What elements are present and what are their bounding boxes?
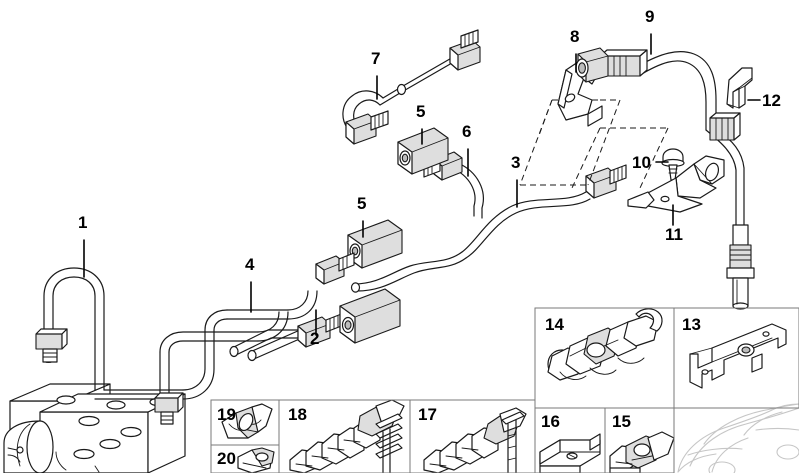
- callout-12: 12: [762, 91, 781, 110]
- callout-8: 8: [570, 27, 580, 46]
- flange-screw-10: [661, 148, 685, 181]
- callout-7: 7: [371, 49, 381, 68]
- sleeve-nut-5-lower: [347, 219, 403, 269]
- brake-pipe-7: [342, 29, 481, 145]
- callout-5-lower: 5: [357, 194, 367, 213]
- rail-13-art: [689, 323, 787, 389]
- callout-3: 3: [511, 153, 521, 172]
- box-number-13: 13: [682, 315, 701, 334]
- panel-frames: [210, 307, 799, 473]
- brake-hose-9: [575, 47, 755, 310]
- clamp-14-art: [547, 308, 663, 381]
- callout-9: 9: [645, 7, 655, 26]
- clamp-17-art: [423, 407, 527, 473]
- clamp-20-art: [237, 447, 275, 473]
- dashed-assembly-outline: [519, 99, 669, 189]
- pipe-holder-bracket-11: [627, 155, 725, 213]
- fork-clip-12: [726, 67, 753, 109]
- callout-2: 2: [310, 329, 320, 348]
- box-number-14: 14: [545, 315, 564, 334]
- box-number-16: 16: [541, 412, 560, 431]
- box-number-17: 17: [418, 405, 437, 424]
- callout-11: 11: [665, 225, 683, 244]
- callout-leaders: [83, 33, 761, 336]
- sleeve-nut-5-upper: [397, 127, 449, 175]
- callout-10: 10: [632, 153, 651, 172]
- car-ghost-outline: [677, 403, 799, 473]
- box-number-15: 15: [612, 412, 631, 431]
- pipe-fitting-2: [247, 288, 401, 362]
- brake-pipe-3: [350, 164, 627, 293]
- callout-1: 1: [78, 213, 88, 232]
- clamp-18-art: [289, 399, 405, 473]
- clamp-15-art: [609, 431, 675, 473]
- clamp-16-art: [539, 433, 601, 473]
- brake-pipe-1: [35, 267, 318, 425]
- clamp-19-art: [221, 403, 273, 439]
- box-number-20: 20: [217, 449, 236, 468]
- callout-6: 6: [462, 122, 472, 141]
- box-number-19: 19: [217, 405, 236, 424]
- sleeve-nut-5-mid: [315, 252, 355, 285]
- box-number-18: 18: [288, 405, 307, 424]
- callout-4: 4: [245, 255, 255, 274]
- callout-5-upper: 5: [416, 102, 426, 121]
- abs-hydraulic-unit: [3, 383, 186, 473]
